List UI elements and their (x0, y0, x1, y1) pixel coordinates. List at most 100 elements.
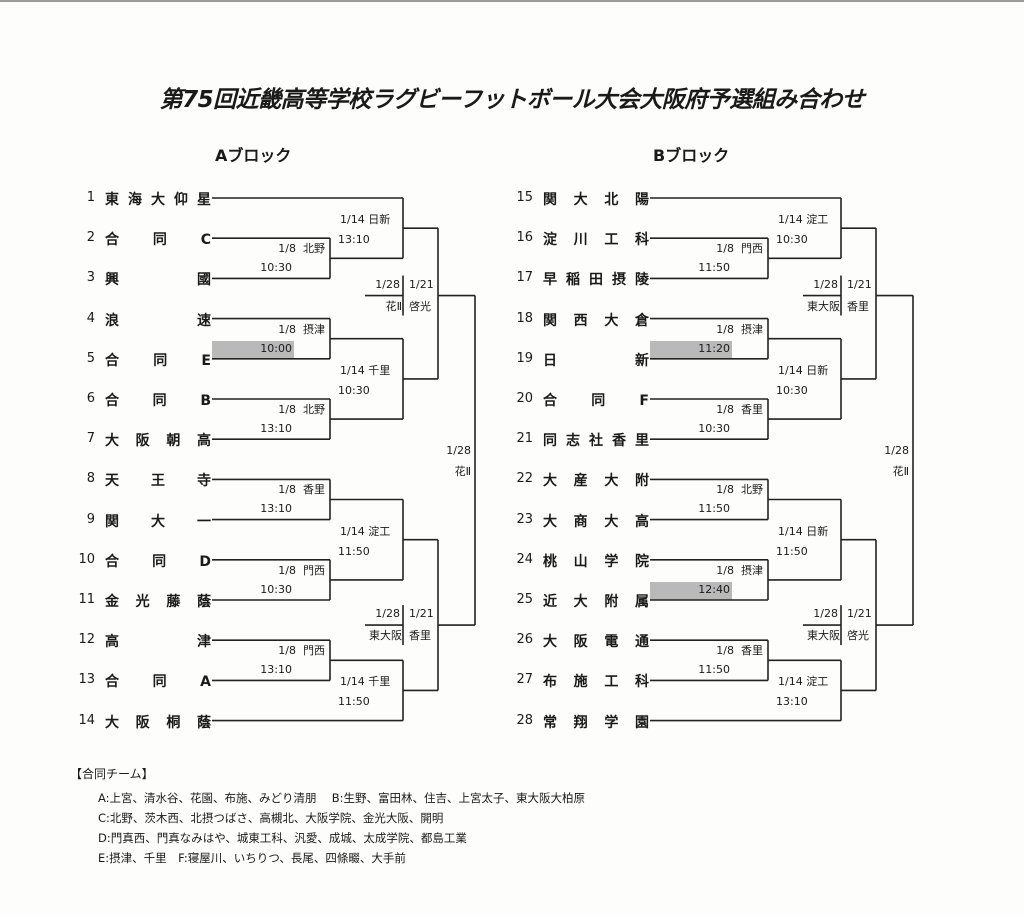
team-number: 22 (516, 471, 533, 487)
team-number: 6 (86, 391, 95, 406)
team-number: 24 (516, 551, 533, 567)
team-number: 27 (516, 672, 533, 688)
team-name: 布施工科 (543, 674, 649, 691)
match-date: 1/8 (716, 322, 734, 336)
match-date-venue: 1/14 淀工 (778, 211, 828, 227)
match-date-venue: 1/8 門西 (278, 642, 325, 658)
placement-venue: 東大阪 (369, 629, 402, 643)
match-venue: 淀工 (806, 213, 829, 227)
team-name: 関西大倉 (543, 312, 649, 329)
semifinal-date: 1/21 (409, 277, 434, 291)
team-name: 興國 (105, 272, 211, 289)
team-number: 23 (516, 511, 533, 527)
team-number: 9 (86, 511, 95, 527)
final-venue: 花Ⅱ (892, 465, 909, 479)
joint-teams-heading: 【合同チーム】 (70, 767, 154, 781)
match-time: 13:10 (338, 233, 370, 247)
match-date: 1/8 (278, 242, 296, 256)
page-title: 第75回近畿高等学校ラグビーフットボール大会大阪府予選組み合わせ (159, 87, 865, 113)
match-date: 1/8 (278, 644, 296, 658)
team-number: 4 (86, 310, 95, 326)
final-date: 1/28 (884, 444, 909, 458)
match-date-venue: 1/8 香里 (716, 401, 763, 417)
match-venue: 香里 (741, 644, 763, 658)
team-name: 淀川工科 (543, 232, 649, 249)
team-name: 大産大附 (543, 473, 649, 490)
team-name: 近大附属 (543, 594, 649, 610)
match-date: 1/8 (716, 563, 734, 577)
joint-team-line: D:門真西、門真なみはや、城東工科、汎愛、成城、太成学院、都島工業 (98, 831, 467, 845)
match-venue: 日新 (806, 363, 829, 377)
match-date: 1/8 (716, 644, 734, 658)
match-date-venue: 1/8 摂津 (716, 321, 763, 337)
semifinal-venue: 香里 (847, 299, 869, 313)
joint-team-line: C:北野、茨木西、北摂つばさ、高槻北、大阪学院、金光大阪、開明 (98, 811, 444, 825)
match-date: 1/8 (278, 563, 296, 577)
match-time: 13:10 (776, 695, 808, 709)
team-name: 大阪電通 (543, 634, 649, 651)
team-number: 21 (516, 431, 533, 447)
team-name: 合同B (105, 393, 211, 409)
match-time: 10:30 (776, 233, 808, 247)
match-time: 10:30 (338, 383, 370, 397)
match-venue: 日新 (368, 213, 391, 227)
match-venue: 北野 (303, 242, 325, 256)
scan-border (0, 0, 1024, 2)
match-time: 11:50 (698, 663, 730, 677)
match-venue: 北野 (303, 403, 325, 416)
match-date: 1/8 (278, 483, 296, 497)
match-date: 1/8 (716, 403, 734, 416)
match-date-venue: 1/14 日新 (778, 362, 828, 378)
team-number: 20 (516, 391, 533, 406)
match-date: 1/8 (278, 322, 296, 336)
team-number: 17 (516, 270, 533, 286)
team-name: 合同D (105, 553, 211, 570)
match-date-venue: 1/8 門西 (278, 562, 325, 578)
match-date: 1/14 (778, 675, 803, 689)
team-name: 合同C (105, 232, 211, 249)
team-number: 13 (78, 672, 95, 688)
match-date: 1/8 (716, 483, 734, 497)
team-number: 5 (86, 350, 95, 366)
match-time: 10:30 (776, 383, 808, 397)
match-time: 11:50 (776, 544, 808, 558)
match-venue: 淀工 (806, 675, 829, 689)
match-time: 13:10 (260, 663, 292, 677)
match-date-venue: 1/14 千里 (340, 673, 390, 689)
team-number: 7 (86, 431, 95, 447)
match-date-venue: 1/14 日新 (340, 211, 390, 227)
team-number: 28 (516, 712, 533, 728)
match-date: 1/8 (278, 403, 296, 416)
placement-date: 1/28 (813, 277, 838, 291)
match-date-venue: 1/8 摂津 (278, 321, 325, 337)
team-name: 桃山学院 (543, 553, 649, 570)
team-name: 関大北陽 (543, 192, 649, 208)
placement-date: 1/28 (375, 277, 400, 291)
highlight-box (650, 340, 732, 359)
team-name: 合同E (105, 352, 211, 369)
match-venue: 千里 (368, 675, 391, 689)
highlight-box (212, 340, 294, 359)
match-time: 11:20 (698, 341, 730, 355)
team-name: 合同F (543, 393, 649, 409)
semifinal-venue: 啓光 (409, 299, 431, 313)
match-date: 1/14 (340, 213, 365, 227)
semifinal-date: 1/21 (409, 607, 434, 621)
team-number: 16 (516, 230, 533, 246)
match-date: 1/8 (716, 242, 734, 256)
match-venue: 千里 (368, 363, 391, 377)
team-number: 26 (516, 632, 533, 648)
match-time: 10:30 (698, 422, 730, 435)
match-time: 13:10 (260, 502, 292, 516)
match-date-venue: 1/8 香里 (278, 481, 325, 497)
highlight-box (650, 582, 732, 600)
team-name: 浪速 (105, 312, 211, 329)
match-date: 1/14 (340, 675, 365, 689)
match-date: 1/14 (778, 524, 803, 538)
joint-team-line: A:上宮、清水谷、花園、布施、みどり清朋 B:生野、富田林、住吉、上宮太子、東大… (98, 791, 585, 805)
match-venue: 北野 (741, 483, 763, 497)
team-number: 8 (86, 471, 95, 487)
match-date-venue: 1/8 門西 (716, 240, 763, 256)
match-venue: 香里 (741, 403, 763, 416)
